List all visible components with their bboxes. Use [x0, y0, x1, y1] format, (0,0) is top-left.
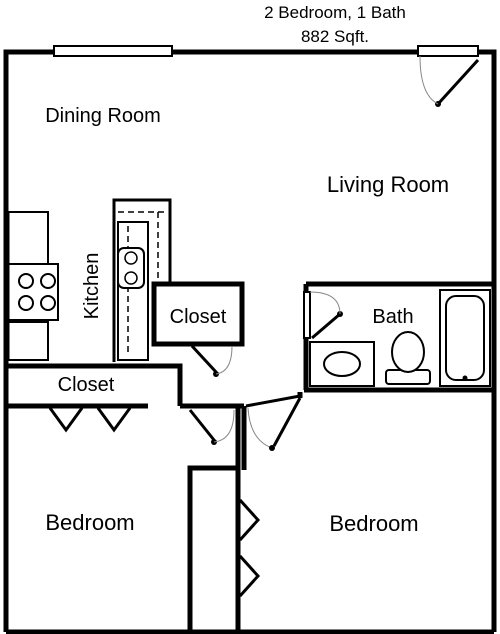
- outer-walls: [3, 49, 497, 634]
- window-top-left: [53, 45, 173, 57]
- window-top-right: [417, 45, 479, 57]
- bath-door: [303, 291, 343, 340]
- entry-door: [419, 55, 480, 107]
- bedroom-walls: [187, 392, 303, 632]
- bath-fixtures: [309, 289, 491, 387]
- bedroom-closet-doors: [238, 498, 261, 598]
- label-kitchen: Kitchen: [81, 253, 103, 320]
- label-closet-hall: Closet: [58, 374, 115, 396]
- label-closet-kitchen: Closet: [170, 306, 227, 328]
- kitchen-closet-door: [190, 344, 233, 377]
- plan-title: 2 Bedroom, 1 Bath: [264, 3, 406, 22]
- label-bedroom-left: Bedroom: [45, 510, 134, 535]
- kitchen-counters: [6, 198, 172, 362]
- label-living-room: Living Room: [327, 172, 449, 197]
- plan-area: 882 Sqft.: [301, 27, 369, 46]
- bedroom-left-door: [188, 409, 235, 445]
- kitchen-closet-walls: [151, 281, 245, 347]
- label-bedroom-right: Bedroom: [329, 511, 418, 536]
- label-dining-room: Dining Room: [45, 105, 161, 127]
- hall-closet-walls: [6, 363, 244, 409]
- label-bath: Bath: [372, 306, 413, 328]
- hall-closet-doors: [48, 407, 132, 433]
- bedroom-right-door: [245, 394, 302, 451]
